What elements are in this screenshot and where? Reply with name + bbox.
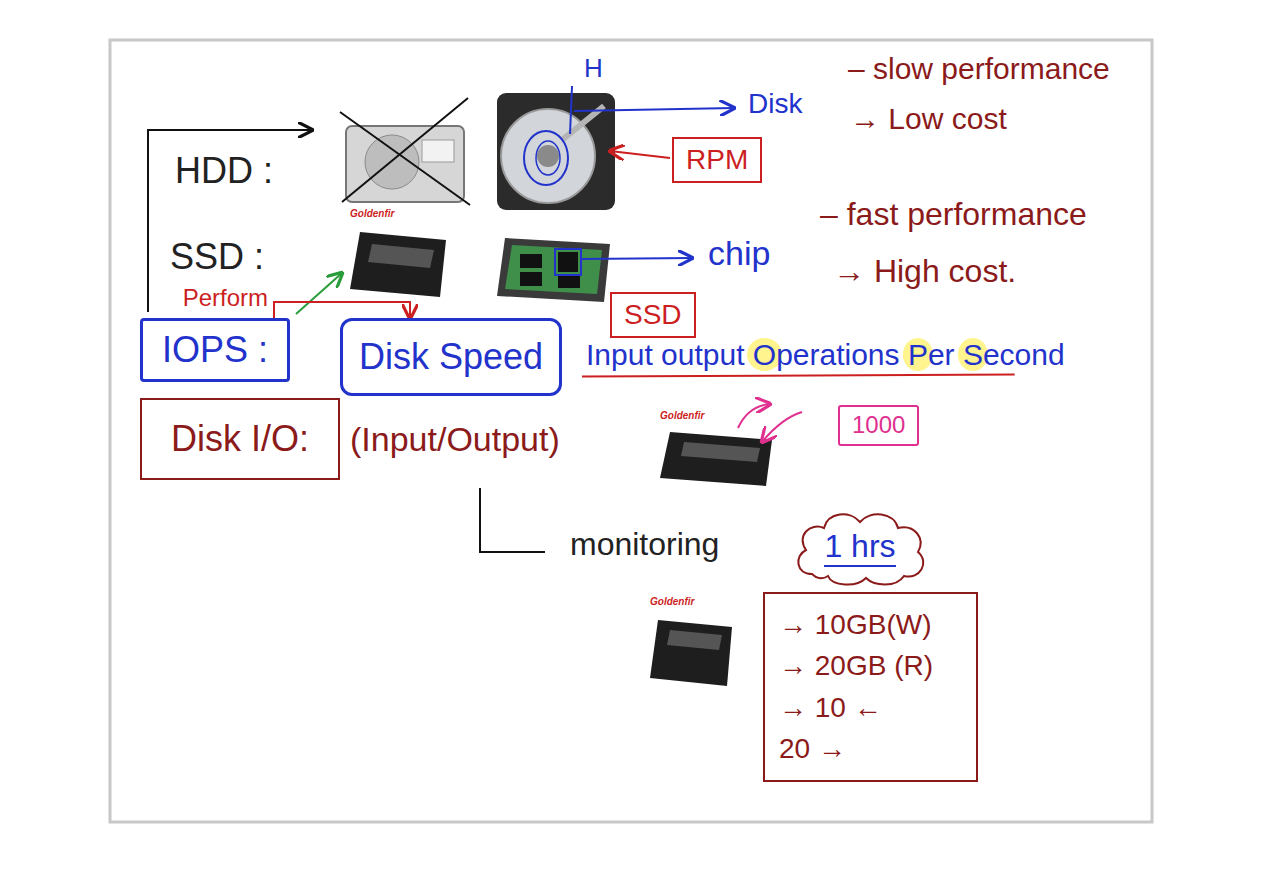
ssd-case <box>660 432 772 486</box>
leader-arrow <box>582 258 692 259</box>
watermark: Goldenfir <box>660 410 704 422</box>
connector <box>274 302 410 318</box>
io-arrow <box>762 412 802 442</box>
rpm-box: RPM <box>672 137 762 183</box>
ssd-case <box>650 620 732 686</box>
ssd-label-area <box>368 244 434 268</box>
edge-label: Perform <box>183 285 268 311</box>
hdd-closed-image <box>340 98 470 205</box>
cloud-node: 1 hrs <box>790 506 930 588</box>
note-box: → 10GB(W) → 20GB (R) → 10 ← 20 → <box>763 592 978 782</box>
io-arrow <box>738 404 770 428</box>
chip-marker <box>555 249 581 275</box>
spin-scribble <box>524 131 568 185</box>
watermark: Goldenfir <box>650 596 694 608</box>
pcb-chip <box>520 254 542 268</box>
part-label: Disk <box>748 88 802 120</box>
hdd-spindle <box>537 145 559 167</box>
pcb-frame <box>497 238 610 302</box>
spin-scribble <box>536 141 560 175</box>
iops-box: IOPS : <box>140 318 290 382</box>
term-label: HDD : <box>175 150 273 191</box>
box-label: SSD <box>624 298 682 332</box>
pcb-chip <box>558 276 580 288</box>
head-marker <box>570 86 572 134</box>
ssd-label-area <box>667 630 722 650</box>
disk-speed-box: Disk Speed <box>340 318 562 396</box>
bracket-arrow <box>148 130 312 312</box>
ssd-box: SSD <box>610 292 696 338</box>
note-text: → Low cost <box>850 102 1007 137</box>
cross-line <box>342 98 468 202</box>
term-label: SSD : <box>170 236 264 277</box>
pointer-arrow <box>296 273 342 314</box>
box-label: RPM <box>686 143 748 177</box>
head-label: H <box>584 54 603 84</box>
box-label: 1000 <box>852 411 905 440</box>
watermark: Goldenfir <box>350 208 394 220</box>
ssd-image <box>650 620 732 686</box>
cloud-label: 1 hrs <box>824 527 895 567</box>
pcb-chip <box>558 252 578 272</box>
disk-io-box: Disk I/O: <box>140 398 340 480</box>
definition-text: (Input/Output) <box>350 420 560 459</box>
definition-text: Input output Operations Per Second <box>586 338 1065 373</box>
cloud-shape <box>798 514 923 584</box>
board-frame <box>110 40 1152 822</box>
leader-arrow <box>574 108 734 111</box>
note-line: → 20GB (R) <box>779 649 933 683</box>
note-text: – fast performance <box>820 196 1087 233</box>
underline <box>582 375 1015 377</box>
box-label: Disk I/O: <box>171 417 309 460</box>
ssd-label-area <box>681 442 760 462</box>
note-text: – slow performance <box>848 52 1110 87</box>
cross-line <box>340 112 470 205</box>
note-line: → 10 ← <box>779 691 882 725</box>
part-label: chip <box>708 234 770 273</box>
ssd-image <box>350 232 446 297</box>
leader-arrow <box>610 151 670 158</box>
bracket-line <box>480 488 545 552</box>
term-label: monitoring <box>570 526 719 563</box>
note-line: 20 → <box>779 732 846 766</box>
hdd-case <box>346 126 464 202</box>
ssd-image <box>660 404 802 486</box>
pcb-board <box>505 245 602 294</box>
count-box: 1000 <box>838 405 919 446</box>
box-label: IOPS : <box>162 328 268 371</box>
pcb-chip <box>520 272 542 286</box>
hdd-sticker <box>422 140 454 162</box>
note-line: → 10GB(W) <box>779 608 931 642</box>
box-label: Disk Speed <box>359 335 543 378</box>
ssd-case <box>350 232 446 297</box>
note-text: → High cost. <box>833 253 1016 290</box>
